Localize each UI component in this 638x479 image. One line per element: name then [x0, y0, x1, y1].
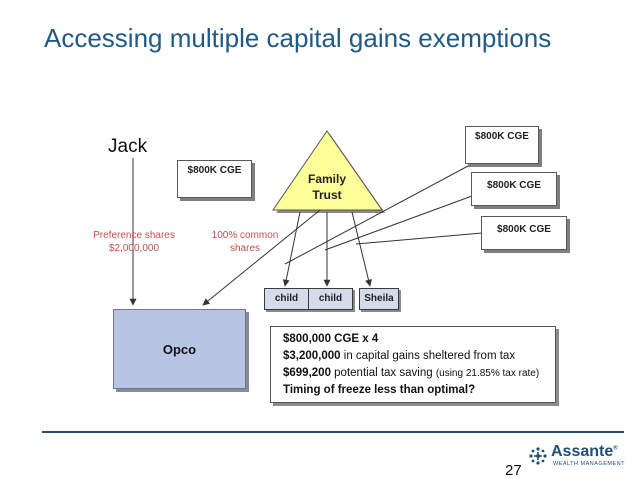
preference-shares-text: Preference shares — [93, 230, 175, 241]
cge-box-child1: $800K CGE — [465, 126, 539, 164]
cge-box-child2: $800K CGE — [471, 172, 557, 206]
summary-line-4: Timing of freeze less than optimal? — [283, 384, 476, 396]
cge-box-child1-text: $800K CGE — [475, 131, 529, 142]
child1-cge-line — [284, 157, 484, 265]
assante-wordmark: Assante® — [551, 443, 618, 460]
slide-title: Accessing multiple capital gains exempti… — [44, 23, 552, 53]
jack-label: Jack — [108, 136, 148, 157]
summary-line-3: $699,200 potential tax saving (using 21.… — [283, 365, 555, 382]
trust-to-opco-arrow — [202, 209, 321, 306]
summary-line-2: $3,200,000 in capital gains sheltered fr… — [283, 348, 555, 365]
sheila-cge-line — [355, 232, 483, 245]
common-shares-text: 100% common — [211, 230, 279, 241]
summary-line-1: $800,000 CGE x 4 — [283, 333, 379, 345]
common-shares-suffix: shares — [229, 243, 260, 254]
trust-label-line1: Family — [307, 172, 346, 186]
assante-globe-icon — [529, 447, 547, 465]
assante-tagline: WEALTH MANAGEMENT — [553, 461, 625, 467]
summary-box: $800,000 CGE x 4 $3,200,000 in capital g… — [270, 326, 556, 403]
cge-box-sheila: $800K CGE — [481, 216, 567, 250]
summary-line-2-amount: $3,200,000 — [283, 350, 341, 362]
footer-divider — [42, 431, 624, 433]
trust-label-line2: Trust — [312, 188, 342, 202]
opco-label: Opco — [162, 342, 197, 357]
sheila-box: Sheila — [359, 288, 399, 310]
jack-cge-box: $800K CGE — [177, 160, 252, 198]
summary-line-3-text: potential tax saving — [330, 367, 436, 379]
cge-box-child2-text: $800K CGE — [487, 180, 541, 191]
preference-shares-value: $2,000,000 — [108, 243, 160, 254]
preference-shares-label: Preference shares $2,000,000 — [86, 229, 182, 255]
assante-logo: Assante® WEALTH MANAGEMENT — [527, 443, 627, 471]
page-number: 27 — [505, 462, 522, 479]
family-trust-triangle — [272, 130, 383, 211]
opco-box: Opco — [113, 309, 246, 389]
cge-box-sheila-text: $800K CGE — [497, 224, 551, 235]
common-shares-label: 100% common shares — [200, 229, 290, 255]
trust-to-sheila-arrow — [351, 211, 372, 287]
summary-line-2-text: in capital gains sheltered from tax — [340, 350, 516, 362]
child2-cge-line — [324, 195, 473, 251]
summary-line-3-amount: $699,200 — [283, 367, 331, 379]
summary-line-3-note: (using 21.85% tax rate) — [435, 368, 540, 379]
trust-to-child1-arrow — [282, 211, 301, 287]
child-box-2: child — [308, 288, 353, 310]
trust-label: Family Trust — [292, 171, 362, 203]
child-box-1: child — [264, 288, 309, 310]
jack-cge-text: $800K CGE — [187, 165, 242, 176]
